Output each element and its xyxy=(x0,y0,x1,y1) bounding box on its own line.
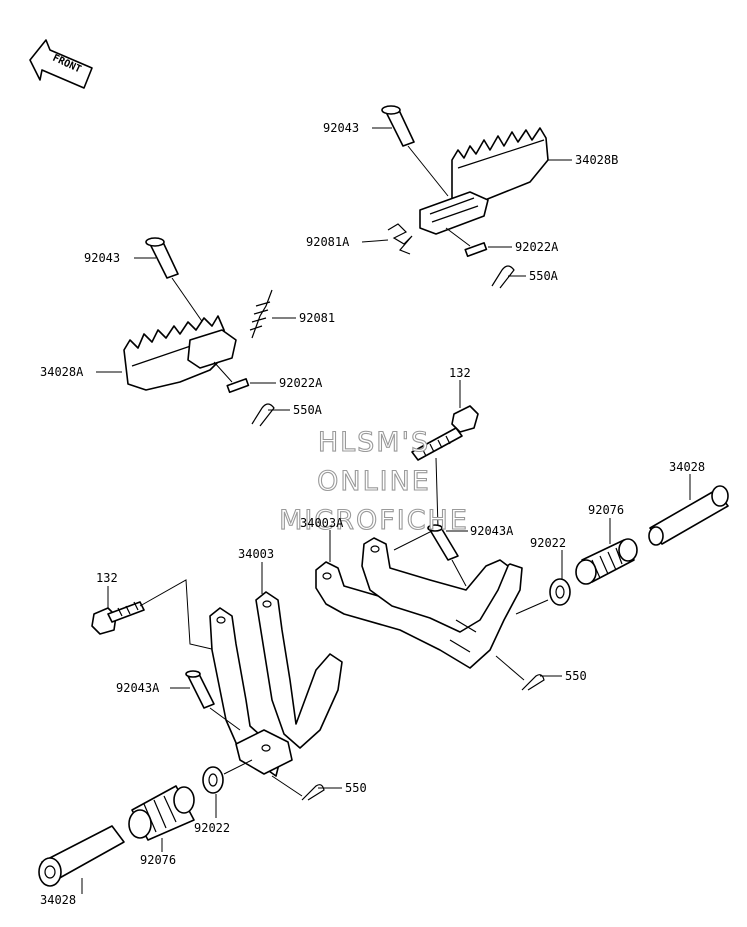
label-92043A-right: 92043A xyxy=(470,524,514,538)
rubber-92076-right xyxy=(575,538,638,585)
part-labels: 92043 34028B 92081A 92022A 550A 92043 92… xyxy=(40,121,705,907)
label-550A-left: 550A xyxy=(293,403,323,417)
cotter-pin-550A-top xyxy=(491,265,515,289)
pin-92022A-top xyxy=(464,242,488,258)
label-92043-left: 92043 xyxy=(84,251,120,265)
label-92076-left: 92076 xyxy=(140,853,176,867)
leader-lines xyxy=(81,127,691,894)
label-132-right: 132 xyxy=(449,366,471,380)
label-92081A: 92081A xyxy=(306,235,350,249)
cotter-pin-550-left xyxy=(301,784,325,801)
bolt-132-right xyxy=(411,405,479,461)
cotter-pin-550-right xyxy=(521,674,545,691)
label-34028A: 34028A xyxy=(40,365,84,379)
label-92022A-top: 92022A xyxy=(515,240,559,254)
label-34003A: 34003A xyxy=(300,516,344,530)
pin-92043A-left xyxy=(185,670,215,709)
footpeg-34028A xyxy=(123,237,275,427)
pin-92043A-right xyxy=(427,524,459,561)
cotter-pin-550A-left xyxy=(251,403,275,427)
bracket-34003 xyxy=(209,591,343,777)
bolt-132-left xyxy=(91,601,145,635)
label-550-right: 550 xyxy=(565,669,587,683)
rubber-92076-left xyxy=(128,785,195,841)
label-92022-right: 92022 xyxy=(530,536,566,550)
label-92081: 92081 xyxy=(299,311,335,325)
label-550-left: 550 xyxy=(345,781,367,795)
pin-34028-left xyxy=(38,825,125,887)
label-92043-top: 92043 xyxy=(323,121,359,135)
footpeg-34028B xyxy=(381,105,549,289)
watermark: HLSM'S ONLINE MICROFICHE xyxy=(279,426,469,536)
washer-92022-right xyxy=(549,578,571,606)
label-34028B: 34028B xyxy=(575,153,618,167)
label-92076-right: 92076 xyxy=(588,503,624,517)
pin-92022A-left xyxy=(226,378,250,394)
spring-92081 xyxy=(249,289,273,339)
spring-92081A xyxy=(387,223,413,255)
label-92043A-left: 92043A xyxy=(116,681,160,695)
watermark-line-1: HLSM'S xyxy=(318,427,430,458)
label-34028-right: 34028 xyxy=(669,460,705,474)
label-550A-top: 550A xyxy=(529,269,559,283)
pin-34028-right xyxy=(648,485,729,546)
label-34028-left: 34028 xyxy=(40,893,76,907)
pin-92043-top xyxy=(381,105,415,147)
pin-92043-left xyxy=(145,237,179,279)
front-arrow-icon: FRONT xyxy=(29,39,93,89)
washer-92022-left xyxy=(202,766,224,794)
watermark-line-2: ONLINE xyxy=(317,466,431,497)
bracket-34003A xyxy=(315,537,523,669)
label-132-left: 132 xyxy=(96,571,118,585)
label-92022-left: 92022 xyxy=(194,821,230,835)
label-34003: 34003 xyxy=(238,547,274,561)
label-92022A-left: 92022A xyxy=(279,376,323,390)
watermark-line-3: MICROFICHE xyxy=(279,505,469,536)
